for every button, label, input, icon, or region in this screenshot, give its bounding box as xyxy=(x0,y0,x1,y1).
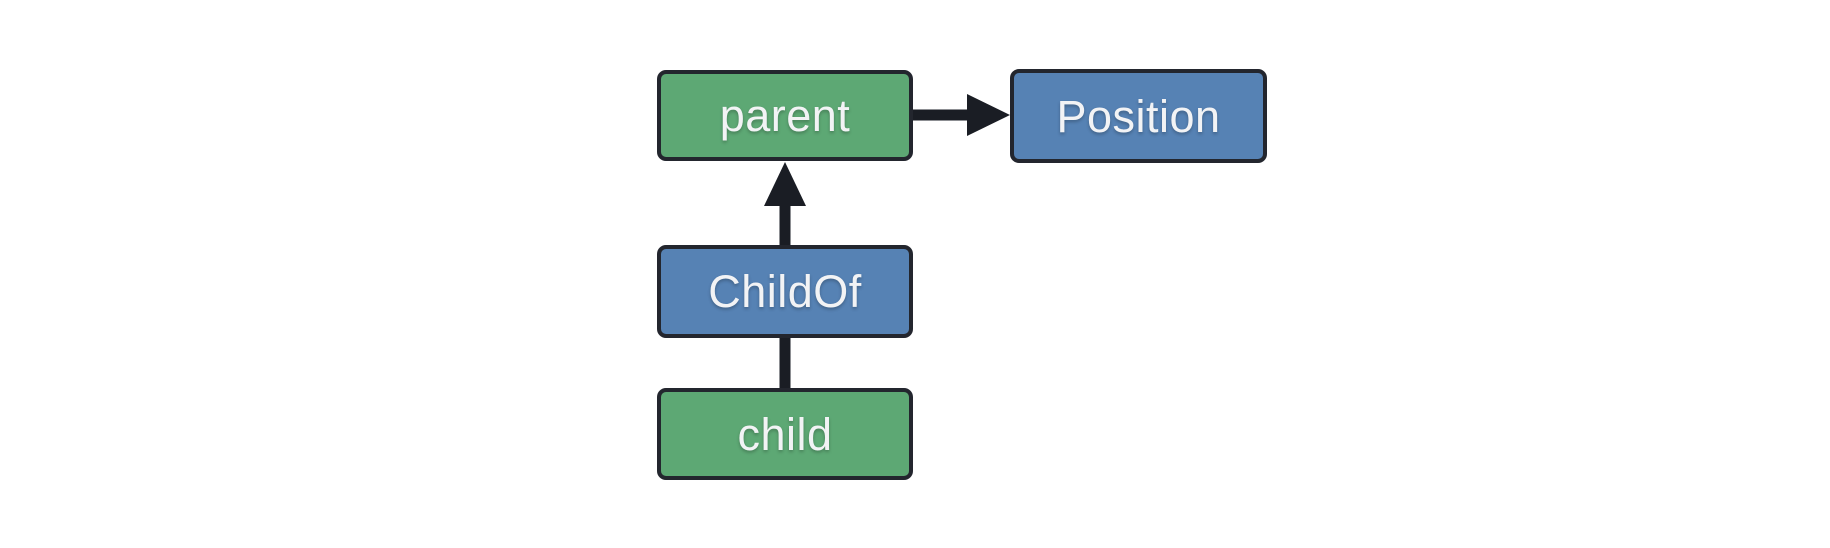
node-childof-label: ChildOf xyxy=(708,266,862,317)
arrowhead-right-icon xyxy=(967,94,1010,136)
node-parent: parent xyxy=(657,70,913,161)
edge-childof-to-parent xyxy=(764,162,806,247)
arrowhead-up-icon xyxy=(764,162,806,206)
node-parent-label: parent xyxy=(719,90,851,141)
edge-parent-to-position xyxy=(911,94,1010,136)
node-child: child xyxy=(657,388,913,480)
node-child-label: child xyxy=(737,408,833,460)
node-position-label: Position xyxy=(1056,90,1221,142)
node-childof: ChildOf xyxy=(657,245,913,338)
node-position: Position xyxy=(1010,69,1267,163)
